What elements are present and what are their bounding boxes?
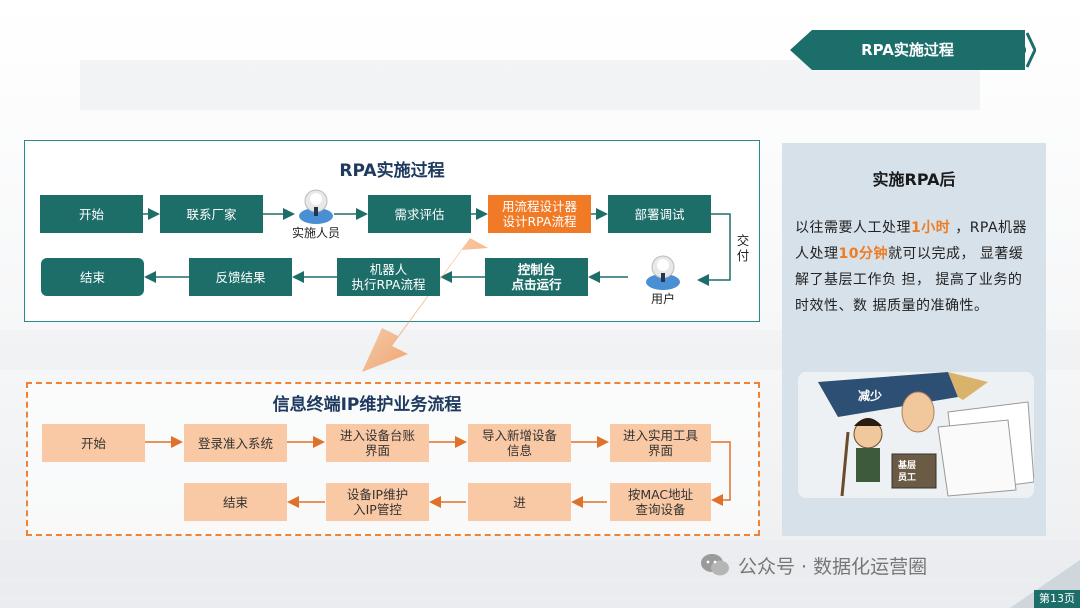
- wechat-icon: [701, 554, 729, 576]
- banner-title: RPA实施过程: [861, 41, 954, 59]
- rpa-node-assess: 需求评估: [368, 195, 471, 233]
- cartoon-box-line-1: 基层: [897, 459, 916, 471]
- watermark-text: 公众号 · 数据化运营圈: [738, 555, 928, 578]
- rpa-node-deploy: 部署调试: [608, 195, 711, 233]
- person-icon: [299, 189, 333, 224]
- chevron-right-icon: [1015, 32, 1027, 68]
- deliver-label: 交 付: [736, 233, 750, 263]
- cartoon-banner-text: 减少: [858, 388, 882, 403]
- implementer-label: 实施人员: [291, 226, 340, 240]
- reduce-workload-illustration: 减少 基层 员工: [798, 372, 1034, 498]
- desc-part: 以往需要人工处理: [795, 220, 911, 236]
- rpa-node-start: 开始: [40, 195, 143, 233]
- rpa-node-console: 控制台 点击运行: [485, 258, 588, 296]
- sidebar-title: 实施RPA后: [872, 170, 956, 189]
- ip-process-title: 信息终端IP维护业务流程: [272, 395, 462, 415]
- highlight-10-minutes: 10分钟: [838, 246, 888, 262]
- person-icon: [646, 255, 680, 290]
- implementer-person: 实施人员: [281, 186, 351, 241]
- rpa-node-contact: 联系厂家: [160, 195, 263, 233]
- ip-node-enter: 进: [468, 483, 571, 521]
- rpa-node-feedback: 反馈结果: [189, 258, 292, 296]
- chevron-right-icon: [1025, 32, 1037, 68]
- user-person: 用户: [628, 252, 698, 307]
- highlight-1-hour: 1小时: [911, 220, 951, 236]
- page-number: 第13页: [1034, 590, 1080, 608]
- user-label: 用户: [650, 292, 675, 306]
- cartoon-box-line-2: 员工: [898, 472, 916, 483]
- rpa-process-title: RPA实施过程: [339, 161, 445, 181]
- ip-node-tool: 进入实用工具 界面: [610, 424, 711, 462]
- ip-node-login: 登录准入系统: [184, 424, 287, 462]
- desc-part: ，RPA机器人处理: [795, 220, 1028, 262]
- rpa-node-end: 结束: [41, 258, 144, 296]
- ip-node-import: 导入新增设备 信息: [468, 424, 571, 462]
- ip-node-mac: 按MAC地址 查询设备: [610, 483, 711, 521]
- rpa-node-design: 用流程设计器 设计RPA流程: [488, 195, 591, 233]
- ip-node-ledger: 进入设备台账 界面: [326, 424, 429, 462]
- sidebar-description: 以往需要人工处理1小时 ，RPA机器人处理10分钟就可以完成， 显著缓解了基层工…: [795, 215, 1035, 319]
- ip-node-maintain: 设备IP维护 入IP管控: [326, 483, 429, 521]
- header-banner: RPA实施过程: [790, 30, 1037, 70]
- desc-part: 就可以完成， 显著缓解了基层工作负 担， 提高了业务的时效性、数 据质量的准确性…: [795, 246, 1024, 314]
- watermark: 公众号 · 数据化运营圈: [700, 550, 927, 580]
- banner-shape: [790, 30, 1025, 70]
- ip-node-start: 开始: [42, 424, 145, 462]
- rpa-node-robot: 机器人 执行RPA流程: [337, 258, 440, 296]
- ip-node-end: 结束: [184, 483, 287, 521]
